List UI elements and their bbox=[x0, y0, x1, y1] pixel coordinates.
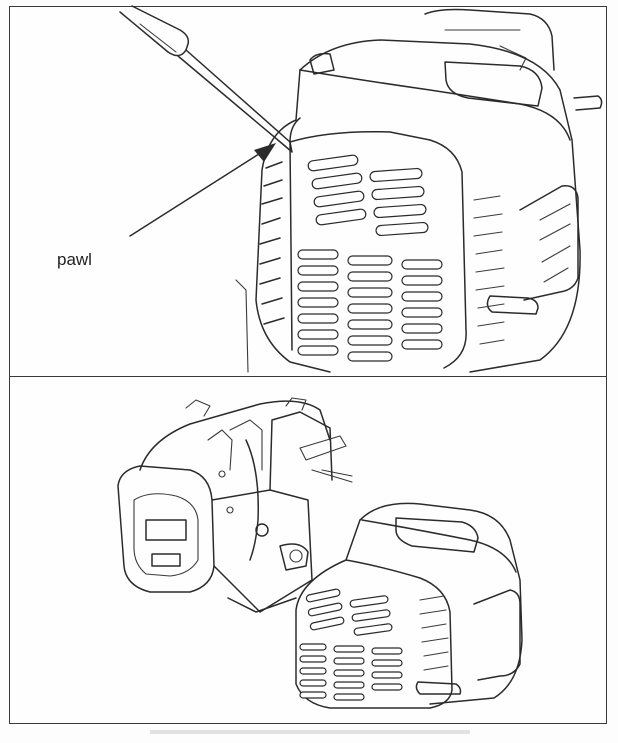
pawl-label: pawl bbox=[57, 250, 92, 269]
arrow-icon bbox=[129, 143, 276, 237]
removed-cover-icon bbox=[295, 502, 523, 709]
bottom-panel bbox=[9, 376, 607, 724]
screwdriver-icon bbox=[119, 5, 293, 153]
cropped-caption-remnant bbox=[150, 730, 470, 734]
top-illustration bbox=[119, 5, 603, 373]
engine-cover-icon bbox=[235, 8, 603, 373]
engine-assembly-icon bbox=[117, 397, 353, 613]
